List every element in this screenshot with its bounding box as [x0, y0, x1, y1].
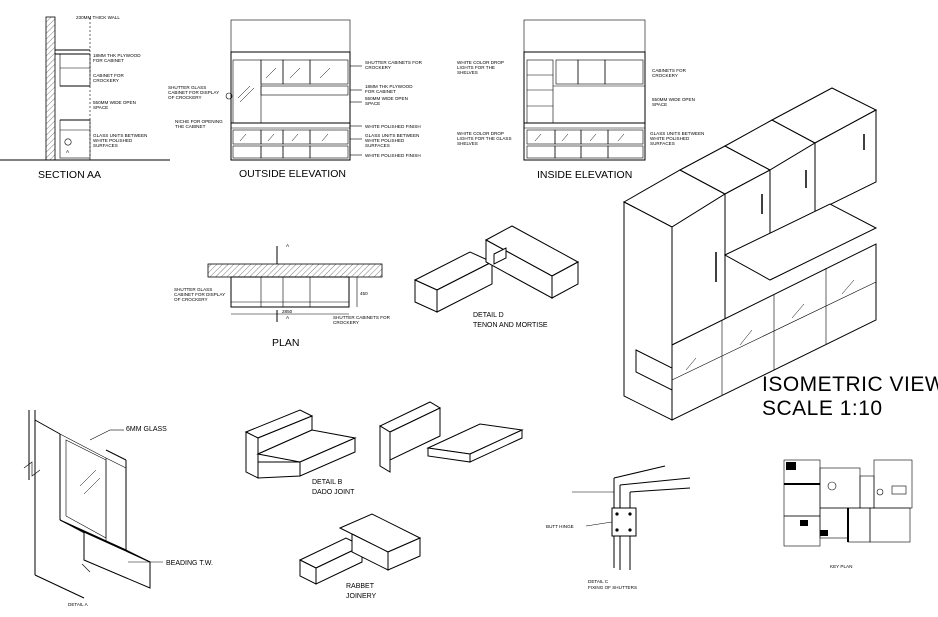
inside-elevation: WHITE COLOR DROP LIGHTS FOR THE SHELVES … — [457, 19, 704, 181]
note-open-2: SPACE — [365, 101, 380, 106]
note-ply-2: FOR CABINET — [365, 89, 396, 94]
rabbet-subtitle: JOINERY — [346, 593, 377, 600]
section-aa: 230MM THICK WALL 18MM THK PLYWOOD FOR CA… — [0, 15, 170, 181]
note-glass-3: SURFACES — [93, 143, 118, 148]
note-open-2: SPACE — [93, 105, 108, 110]
rabbet-title: RABBET — [346, 583, 375, 590]
note-glass-3: SURFACES — [365, 143, 390, 148]
note-glass-1: GLASS UNITS BETWEEN — [365, 133, 419, 138]
note-niche-2: THE CABINET — [175, 124, 206, 129]
detail-c-title: DETAIL C — [588, 579, 609, 584]
plan-title: PLAN — [272, 337, 299, 349]
isometric-scale: SCALE 1:10 — [762, 397, 883, 420]
note-glass-1: GLASS UNITS BETWEEN — [93, 133, 147, 138]
plan-note-sc-1: SHUTTER CABINETS FOR — [333, 315, 391, 320]
glass-shutter-left — [232, 59, 262, 124]
section-aa-title: SECTION AA — [38, 169, 101, 181]
detail-a-title: DETAIL A — [68, 602, 89, 607]
note-glass-1: GLASS UNITS BETWEEN — [650, 131, 704, 136]
outside-elevation: SHUTTER GLASS CABINET FOR DISPLAY OF CRO… — [168, 19, 423, 180]
note-plywood-1: 18MM THK PLYWOOD — [93, 53, 141, 58]
note-open-1: 550MM WIDE OPEN — [93, 100, 136, 105]
note-white-2: WHITE POLISHED FINISH — [365, 153, 421, 158]
note-cab-1: CABINETS FOR — [652, 68, 687, 73]
note-plywood-2: FOR CABINET — [93, 58, 124, 63]
note-niche-1: NICHE FOR OPENING — [175, 119, 223, 124]
note-sc-1: SHUTTER CABINETS FOR — [365, 60, 423, 65]
detail-a: 6MM GLASS BEADING T.W. DETAIL A — [23, 410, 213, 607]
wall-section — [45, 16, 56, 161]
dim-depth: 450 — [360, 291, 368, 296]
note-open-2: SPACE — [652, 102, 667, 107]
note-beading: BEADING T.W. — [166, 560, 213, 567]
note-cab-2: CROCKERY — [652, 73, 678, 78]
note-glass-3: SURFACES — [650, 141, 675, 146]
plan-note-shutter-3: OF CROCKERY — [174, 297, 208, 302]
detail-d-tenon-mortise: DETAIL D TENON AND MORTISE — [413, 225, 580, 329]
note-drop-1: WHITE COLOR DROP — [457, 60, 504, 65]
section-marker-label: A — [66, 149, 70, 154]
note-glass-2: WHITE POLISHED — [365, 138, 405, 143]
note-shutter-1: SHUTTER GLASS — [168, 85, 206, 90]
note-drop2-3: SHELVES — [457, 141, 478, 146]
detail-b-dado: DETAIL B DADO JOINT — [244, 401, 524, 496]
plan-note-shutter-2: CABINET FOR DISPLAY — [174, 292, 225, 297]
note-drop2-2: LIGHTS FOR THE GLASS — [457, 136, 512, 141]
note-butt-hinge: BUTT HINGE — [546, 524, 574, 529]
note-open-1: 550MM WIDE OPEN — [365, 96, 408, 101]
detail-d-subtitle: TENON AND MORTISE — [473, 322, 548, 329]
note-shutter-3: OF CROCKERY — [168, 95, 202, 100]
note-cabinet-2: CROCKERY — [93, 78, 119, 83]
plan-marker-bottom: A — [286, 315, 290, 320]
note-wall: 230MM THICK WALL — [76, 15, 120, 20]
note-drop2-1: WHITE COLOR DROP — [457, 131, 504, 136]
note-6mm-glass: 6MM GLASS — [126, 426, 167, 433]
butt-hinge-plate — [611, 507, 637, 537]
plan-view: A A 2850 450 SHUTTER GLASS CABINET FOR D… — [174, 243, 391, 349]
note-drop-2: LIGHTS FOR THE — [457, 65, 495, 70]
outside-elevation-title: OUTSIDE ELEVATION — [239, 168, 346, 180]
dim-length: 2850 — [282, 309, 293, 314]
section-marker-circle — [64, 138, 72, 146]
note-cabinet-1: CABINET FOR — [93, 73, 124, 78]
detail-b-subtitle: DADO JOINT — [312, 489, 355, 496]
detail-c-shutters: BUTT HINGE DETAIL C FIXING OF SHUTTERS — [546, 465, 691, 590]
plan-note-shutter-1: SHUTTER GLASS — [174, 287, 212, 292]
note-white: WHITE POLISHED FINISH — [365, 124, 421, 129]
note-glass-2: WHITE POLISHED — [93, 138, 133, 143]
detail-d-title: DETAIL D — [473, 312, 504, 319]
key-plan-title: KEY PLAN — [830, 564, 852, 569]
isometric-cabinet: ISOMETRIC VIEW SCALE 1:10 — [622, 87, 938, 421]
note-drop-3: SHELVES — [457, 70, 478, 75]
detail-b-title: DETAIL B — [312, 479, 343, 486]
note-ply-1: 18MM THK PLYWOOD — [365, 84, 413, 89]
plan-note-sc-2: CROCKERY — [333, 320, 359, 325]
note-open-1: 550MM WIDE OPEN — [652, 97, 695, 102]
note-sc-2: CROCKERY — [365, 65, 391, 70]
detail-c-subtitle: FIXING OF SHUTTERS — [588, 585, 637, 590]
isometric-title: ISOMETRIC VIEW — [762, 373, 938, 396]
note-shutter-2: CABINET FOR DISPLAY — [168, 90, 219, 95]
inside-elevation-title: INSIDE ELEVATION — [537, 169, 632, 181]
key-plan: KEY PLAN — [783, 459, 913, 569]
rabbet-joinery: RABBET JOINERY — [298, 513, 422, 600]
note-glass-2: WHITE POLISHED — [650, 136, 690, 141]
plan-marker-top: A — [286, 243, 290, 248]
